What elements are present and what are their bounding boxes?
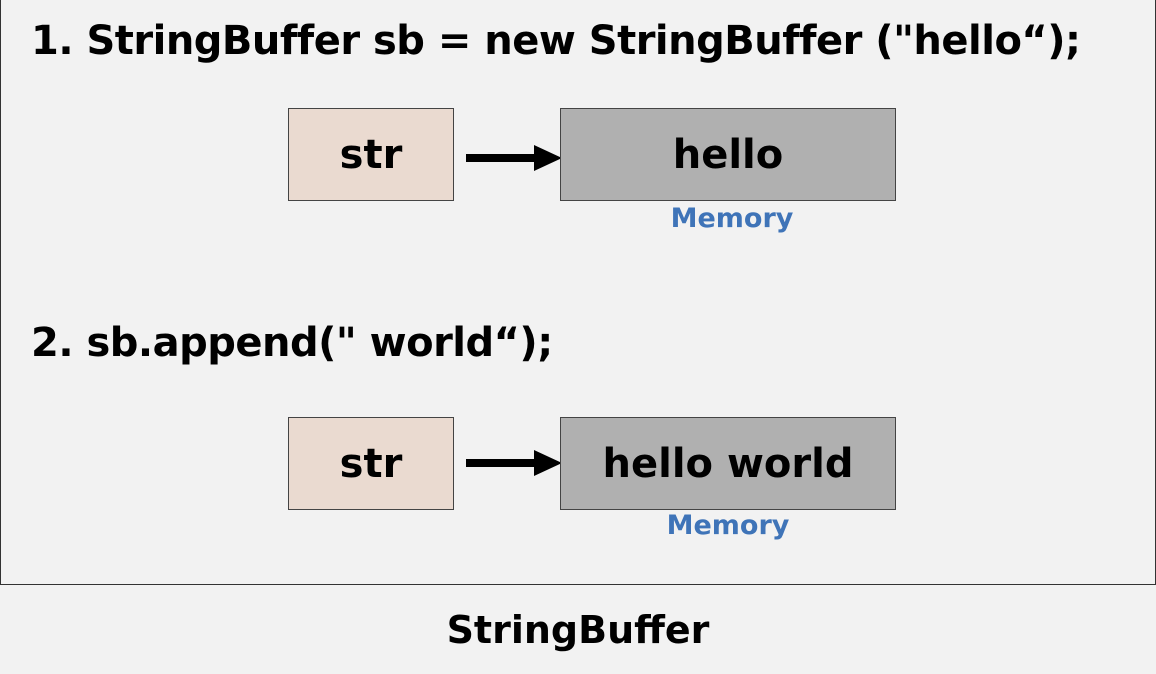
step-2-memory-value: hello world [602,440,854,487]
step-1-reference-box: str [288,108,454,201]
step-2-memory-label: Memory [666,510,790,541]
step-1-title: 1. StringBuffer sb = new StringBuffer ("… [31,18,1081,64]
step-2-reference-label: str [339,440,403,487]
right-arrow-icon [466,450,562,476]
step-1-memory-box: hello [560,108,896,201]
step-2-title: 2. sb.append(" world“); [31,320,553,366]
right-arrow-icon [466,145,562,171]
diagram-caption: StringBuffer [0,586,1156,674]
step-2-memory-box: hello world [560,417,896,510]
caption-text: StringBuffer [446,608,710,652]
step-1-memory-value: hello [672,131,784,178]
diagram-frame: 1. StringBuffer sb = new StringBuffer ("… [0,0,1156,585]
step-2-reference-box: str [288,417,454,510]
step-1-reference-label: str [339,131,403,178]
step-1-memory-label: Memory [670,203,794,234]
